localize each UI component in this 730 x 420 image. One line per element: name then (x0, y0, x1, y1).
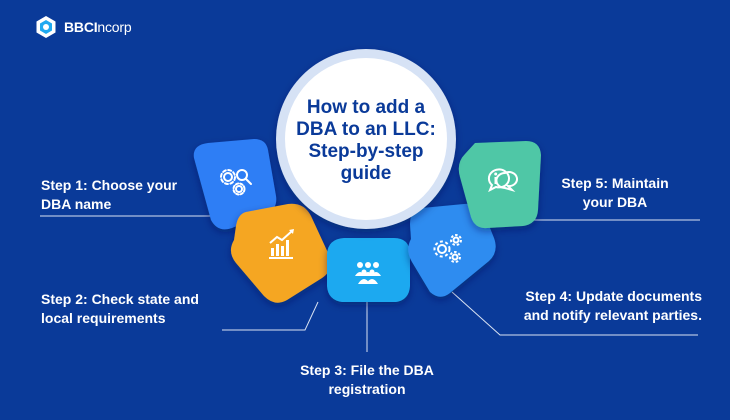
step-3-label: Step 3: File the DBA registration (294, 361, 440, 399)
brand-name: BBCIncorp (64, 19, 132, 35)
step-5-title: Step 5: Maintain (561, 175, 669, 191)
center-circle (285, 58, 447, 220)
people-group-icon (355, 262, 381, 284)
title-line-4: guide (340, 163, 392, 184)
step-3-card (327, 238, 410, 302)
title-line-1: How to add a (306, 97, 426, 118)
page-title: How to add a DBA to an LLC: Step-by-step… (291, 97, 441, 185)
brand-logo: BBCIncorp (34, 15, 132, 39)
bbcincorp-logo-icon (36, 16, 56, 38)
gears-icon (433, 234, 462, 263)
step-1-label: Step 1: Choose your DBA name (41, 176, 177, 214)
step-1-subtitle: DBA name (41, 196, 112, 212)
step-2-title: Step 2: Check state and (41, 291, 199, 307)
step-2-subtitle: local requirements (41, 310, 166, 326)
title-line-2: DBA to an LLC: (296, 119, 436, 140)
step-4-label: Step 4: Update documents and notify rele… (498, 287, 702, 325)
gear-search-icon (220, 169, 252, 196)
step-5-card (458, 141, 541, 229)
chat-info-icon (487, 168, 518, 193)
step-5-subtitle: your DBA (582, 194, 648, 210)
step-3-subtitle: registration (328, 381, 406, 397)
step-5-label: Step 5: Maintain your DBA (540, 174, 690, 212)
step-4-card (408, 203, 496, 297)
step-4-subtitle: and notify relevant parties. (523, 307, 702, 323)
step-1-card (193, 139, 277, 230)
step-3-title: Step 3: File the DBA (300, 362, 434, 378)
growth-chart-icon (269, 229, 294, 259)
step-2-card (230, 203, 331, 303)
step-1-title: Step 1: Choose your (41, 177, 178, 193)
step-4-title: Step 4: Update documents (525, 288, 702, 304)
connector-step-2 (222, 301, 319, 331)
connector-step-4 (451, 291, 698, 336)
title-line-3: Step-by-step (308, 141, 424, 162)
step-2-label: Step 2: Check state and local requiremen… (41, 290, 199, 328)
